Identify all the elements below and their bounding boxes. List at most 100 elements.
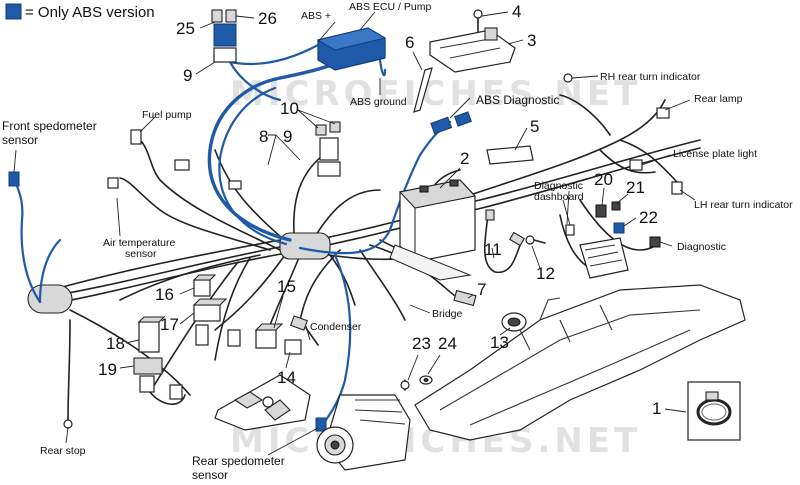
socket — [501, 312, 527, 332]
abs-relay-connector — [211, 9, 237, 63]
part-number-16: 16 — [155, 285, 174, 304]
label-air-temperature-line1: Air temperature — [103, 237, 176, 249]
rear-speedometer-connector — [315, 417, 327, 432]
harness-grommet — [279, 232, 331, 260]
abs-wiring — [13, 43, 452, 427]
fuse-box-bracket — [214, 374, 311, 431]
label-front-speedometer-line1: Front spedometer — [2, 119, 97, 133]
part-number-4: 4 — [512, 2, 521, 21]
relay-18 — [137, 316, 166, 353]
part-number-11: 11 — [484, 240, 502, 259]
label-rear-speedometer-line1: Rear spedometer — [192, 454, 285, 468]
cable-11 — [483, 214, 521, 274]
connector-21 — [611, 201, 621, 211]
main-harness — [27, 94, 701, 405]
rh-turn-connector — [563, 73, 573, 83]
part-number-7: 7 — [477, 280, 486, 299]
label-fuel-pump: Fuel pump — [142, 109, 192, 121]
label-abs-plus: ABS + — [301, 10, 331, 22]
diagnostic-connector — [649, 236, 661, 248]
label-diagnostic: Diagnostic — [677, 241, 726, 253]
label-lh-rear-turn-indicator: LH rear turn indicator — [694, 199, 793, 211]
strap — [413, 67, 433, 113]
screw — [473, 9, 483, 33]
rear-lamp-connector — [656, 107, 670, 119]
connector-rear — [169, 384, 183, 400]
bridge-fuse — [453, 289, 477, 307]
part-number-12: 12 — [536, 264, 555, 283]
label-abs-diagnostic: ABS Diagnostic — [476, 93, 559, 107]
clamp-inset — [687, 381, 741, 441]
label-diagnostic-dashboard-line2: dashboard — [534, 191, 584, 203]
part-number-8: 8 — [259, 127, 268, 146]
part-number-2: 2 — [460, 149, 469, 168]
washer-24 — [419, 375, 433, 385]
fuel-pump-connector — [130, 129, 142, 145]
abs-ecu-pump — [316, 27, 387, 71]
label-license-plate-light: License plate light — [673, 148, 757, 160]
part-number-15: 15 — [277, 277, 296, 296]
label-rear-stop: Rear stop — [40, 445, 86, 457]
part-number-25: 25 — [176, 19, 195, 38]
label-abs-ground: ABS ground — [350, 96, 407, 108]
battery — [389, 179, 477, 281]
part-number-20: 20 — [594, 170, 613, 189]
nut-23 — [400, 379, 410, 391]
label-bridge: Bridge — [432, 308, 463, 320]
part-number-9a: 9 — [283, 127, 292, 146]
part-number-3: 3 — [527, 31, 536, 50]
abs-diagnostic-connector — [430, 111, 472, 135]
part-number-13: 13 — [490, 333, 509, 352]
label-condenser: Condenser — [310, 321, 362, 333]
part-number-21: 21 — [626, 178, 645, 197]
plate — [486, 145, 534, 165]
connector-mid — [227, 329, 241, 347]
diag-dashboard-connector — [565, 224, 575, 236]
part-number-6: 6 — [405, 33, 414, 52]
label-diagnostic-dashboard-line1: Diagnostic — [534, 180, 583, 192]
label-abs-ecu-pump: ABS ECU / Pump — [349, 1, 431, 13]
part-number-17: 17 — [160, 315, 179, 334]
condenser — [290, 315, 319, 346]
label-rh-rear-turn-indicator: RH rear turn indicator — [600, 71, 701, 83]
bolt-12 — [525, 235, 546, 245]
relay-16 — [192, 274, 217, 297]
part-number-18: 18 — [106, 334, 125, 353]
part-numbers: 1 2 3 4 5 6 7 8 9 9 10 11 12 13 14 15 16… — [98, 2, 661, 418]
part-number-1: 1 — [652, 399, 661, 418]
air-temp-connector — [107, 177, 119, 189]
legend-text: = Only ABS version — [25, 4, 155, 21]
part-number-19: 19 — [98, 360, 117, 379]
connector-20 — [595, 204, 607, 218]
legend-swatch — [5, 3, 22, 20]
fuse-box — [579, 237, 629, 279]
harness-sheath — [27, 284, 73, 314]
relay-19 — [133, 357, 163, 393]
lh-turn-connector — [671, 181, 683, 195]
part-number-23: 23 — [412, 334, 431, 353]
relay-cluster-10 — [315, 121, 341, 177]
front-speedometer-connector — [8, 171, 20, 187]
fuel-pump-plug — [174, 159, 190, 171]
label-front-speedometer-line2: sensor — [2, 133, 38, 147]
starter-motor — [316, 394, 411, 471]
rear-stop-sensor — [63, 319, 73, 429]
part-number-9b: 9 — [183, 66, 192, 85]
rear-frame — [414, 284, 746, 441]
part-number-26: 26 — [258, 9, 277, 28]
bracket — [429, 27, 516, 73]
relay-15 — [254, 323, 302, 355]
label-rear-lamp: Rear lamp — [694, 93, 743, 105]
relay-17 — [192, 298, 228, 346]
leader-lines — [13, 11, 696, 456]
connector-22 — [613, 222, 625, 234]
part-number-10: 10 — [280, 99, 299, 118]
connector-8 — [228, 180, 242, 190]
part-number-24: 24 — [438, 334, 457, 353]
plate-light-connector — [629, 159, 643, 171]
label-rear-speedometer-line2: sensor — [192, 468, 228, 482]
part-number-22: 22 — [639, 208, 658, 227]
part-number-14: 14 — [277, 368, 296, 387]
